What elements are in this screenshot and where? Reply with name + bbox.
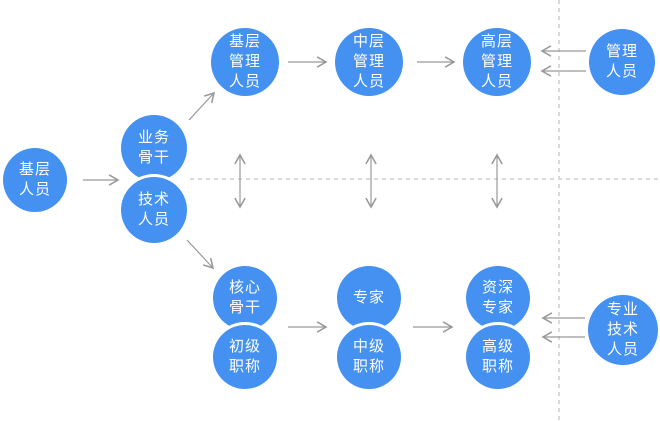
node-management-staff: 管理 人员 — [589, 29, 655, 95]
node-middle-manager: 中层 管理 人员 — [335, 28, 403, 96]
node-junior-manager: 基层 管理 人员 — [211, 28, 279, 96]
node-junior-title: 初级 职称 — [213, 325, 277, 389]
dotted-line-horizontal — [190, 178, 660, 180]
node-label: 专家 — [352, 288, 385, 307]
node-expert: 专家 — [337, 266, 401, 330]
node-professional-technical-staff: 专业 技术 人员 — [588, 295, 658, 365]
node-core-backbone: 核心 骨干 — [213, 266, 277, 330]
arrow-business-to-junior-manager-icon — [188, 91, 216, 121]
node-entry-staff: 基层 人员 — [3, 148, 67, 212]
node-label: 高层 管理 人员 — [480, 32, 513, 90]
node-label: 业务 骨干 — [137, 128, 170, 166]
node-business-backbone: 业务 骨干 — [121, 115, 187, 181]
node-senior-expert: 资深 专家 — [466, 266, 530, 330]
node-label: 基层 人员 — [18, 160, 51, 198]
node-technical-staff: 技术 人员 — [121, 177, 187, 243]
node-label: 核心 骨干 — [228, 278, 261, 316]
node-label: 专业 技术 人员 — [606, 300, 639, 358]
arrow-technical-to-core-backbone-icon — [186, 239, 215, 270]
node-intermediate-title: 中级 职称 — [337, 325, 401, 389]
node-senior-manager: 高层 管理 人员 — [463, 28, 531, 96]
node-label: 管理 人员 — [605, 42, 638, 80]
dotted-line-vertical — [558, 0, 560, 421]
node-label: 中级 职称 — [352, 337, 385, 375]
node-label: 技术 人员 — [137, 190, 170, 228]
node-label: 高级 职称 — [481, 337, 514, 375]
node-label: 中层 管理 人员 — [352, 32, 385, 90]
node-label: 资深 专家 — [481, 278, 514, 316]
node-senior-title: 高级 职称 — [466, 325, 530, 389]
node-label: 初级 职称 — [228, 337, 261, 375]
node-label: 基层 管理 人员 — [228, 32, 261, 90]
